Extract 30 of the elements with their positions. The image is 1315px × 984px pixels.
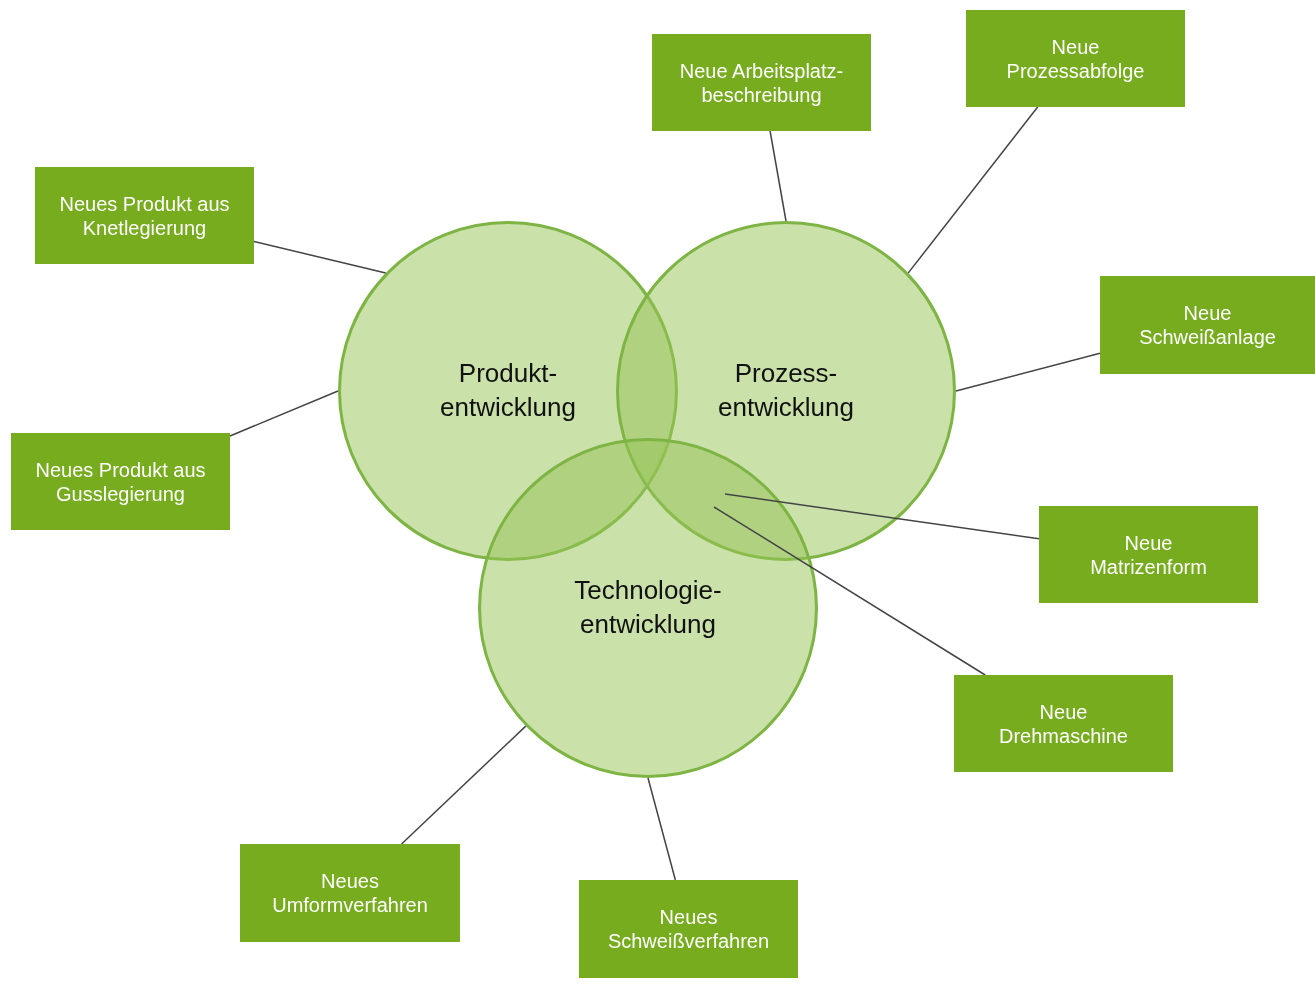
text-box: [966, 10, 1185, 107]
leader-line: [713, 506, 986, 676]
circle-label: Technologie- entwicklung: [573, 574, 723, 641]
box-label: Neue Prozessabfolge: [1005, 34, 1146, 83]
leader-line: [769, 130, 787, 222]
text-box: [1039, 506, 1258, 603]
box-label: Neue Schweißanlage: [1138, 301, 1277, 349]
circle-label: Prozess- entwicklung: [717, 357, 855, 424]
circle-label: Produkt- entwicklung: [439, 357, 577, 424]
text-box: [11, 433, 230, 530]
leader-line: [907, 106, 1039, 274]
text-box: [579, 880, 798, 978]
leader-line: [955, 352, 1101, 392]
text-box: [1100, 276, 1315, 374]
leader-line: [253, 240, 387, 274]
leader-line: [229, 390, 339, 437]
leader-line: [400, 725, 527, 845]
box-label: Neue Arbeitsplatz- beschreibung: [678, 58, 845, 107]
leader-line: [647, 777, 677, 881]
box-label: Neues Produkt aus Gusslegierung: [34, 457, 207, 506]
text-box: [652, 34, 871, 131]
box-label: Neue Matrizenform: [1089, 530, 1208, 579]
leader-line: [724, 493, 1040, 540]
box-label: Neues Umformverfahren: [271, 869, 429, 917]
text-box: [954, 675, 1173, 772]
box-label: Neues Schweißverfahren: [606, 905, 771, 953]
box-label: Neue Drehmaschine: [998, 699, 1129, 748]
box-label: Neues Produkt aus Knetlegierung: [58, 191, 231, 240]
text-box: [35, 167, 254, 264]
text-box: [240, 844, 460, 942]
